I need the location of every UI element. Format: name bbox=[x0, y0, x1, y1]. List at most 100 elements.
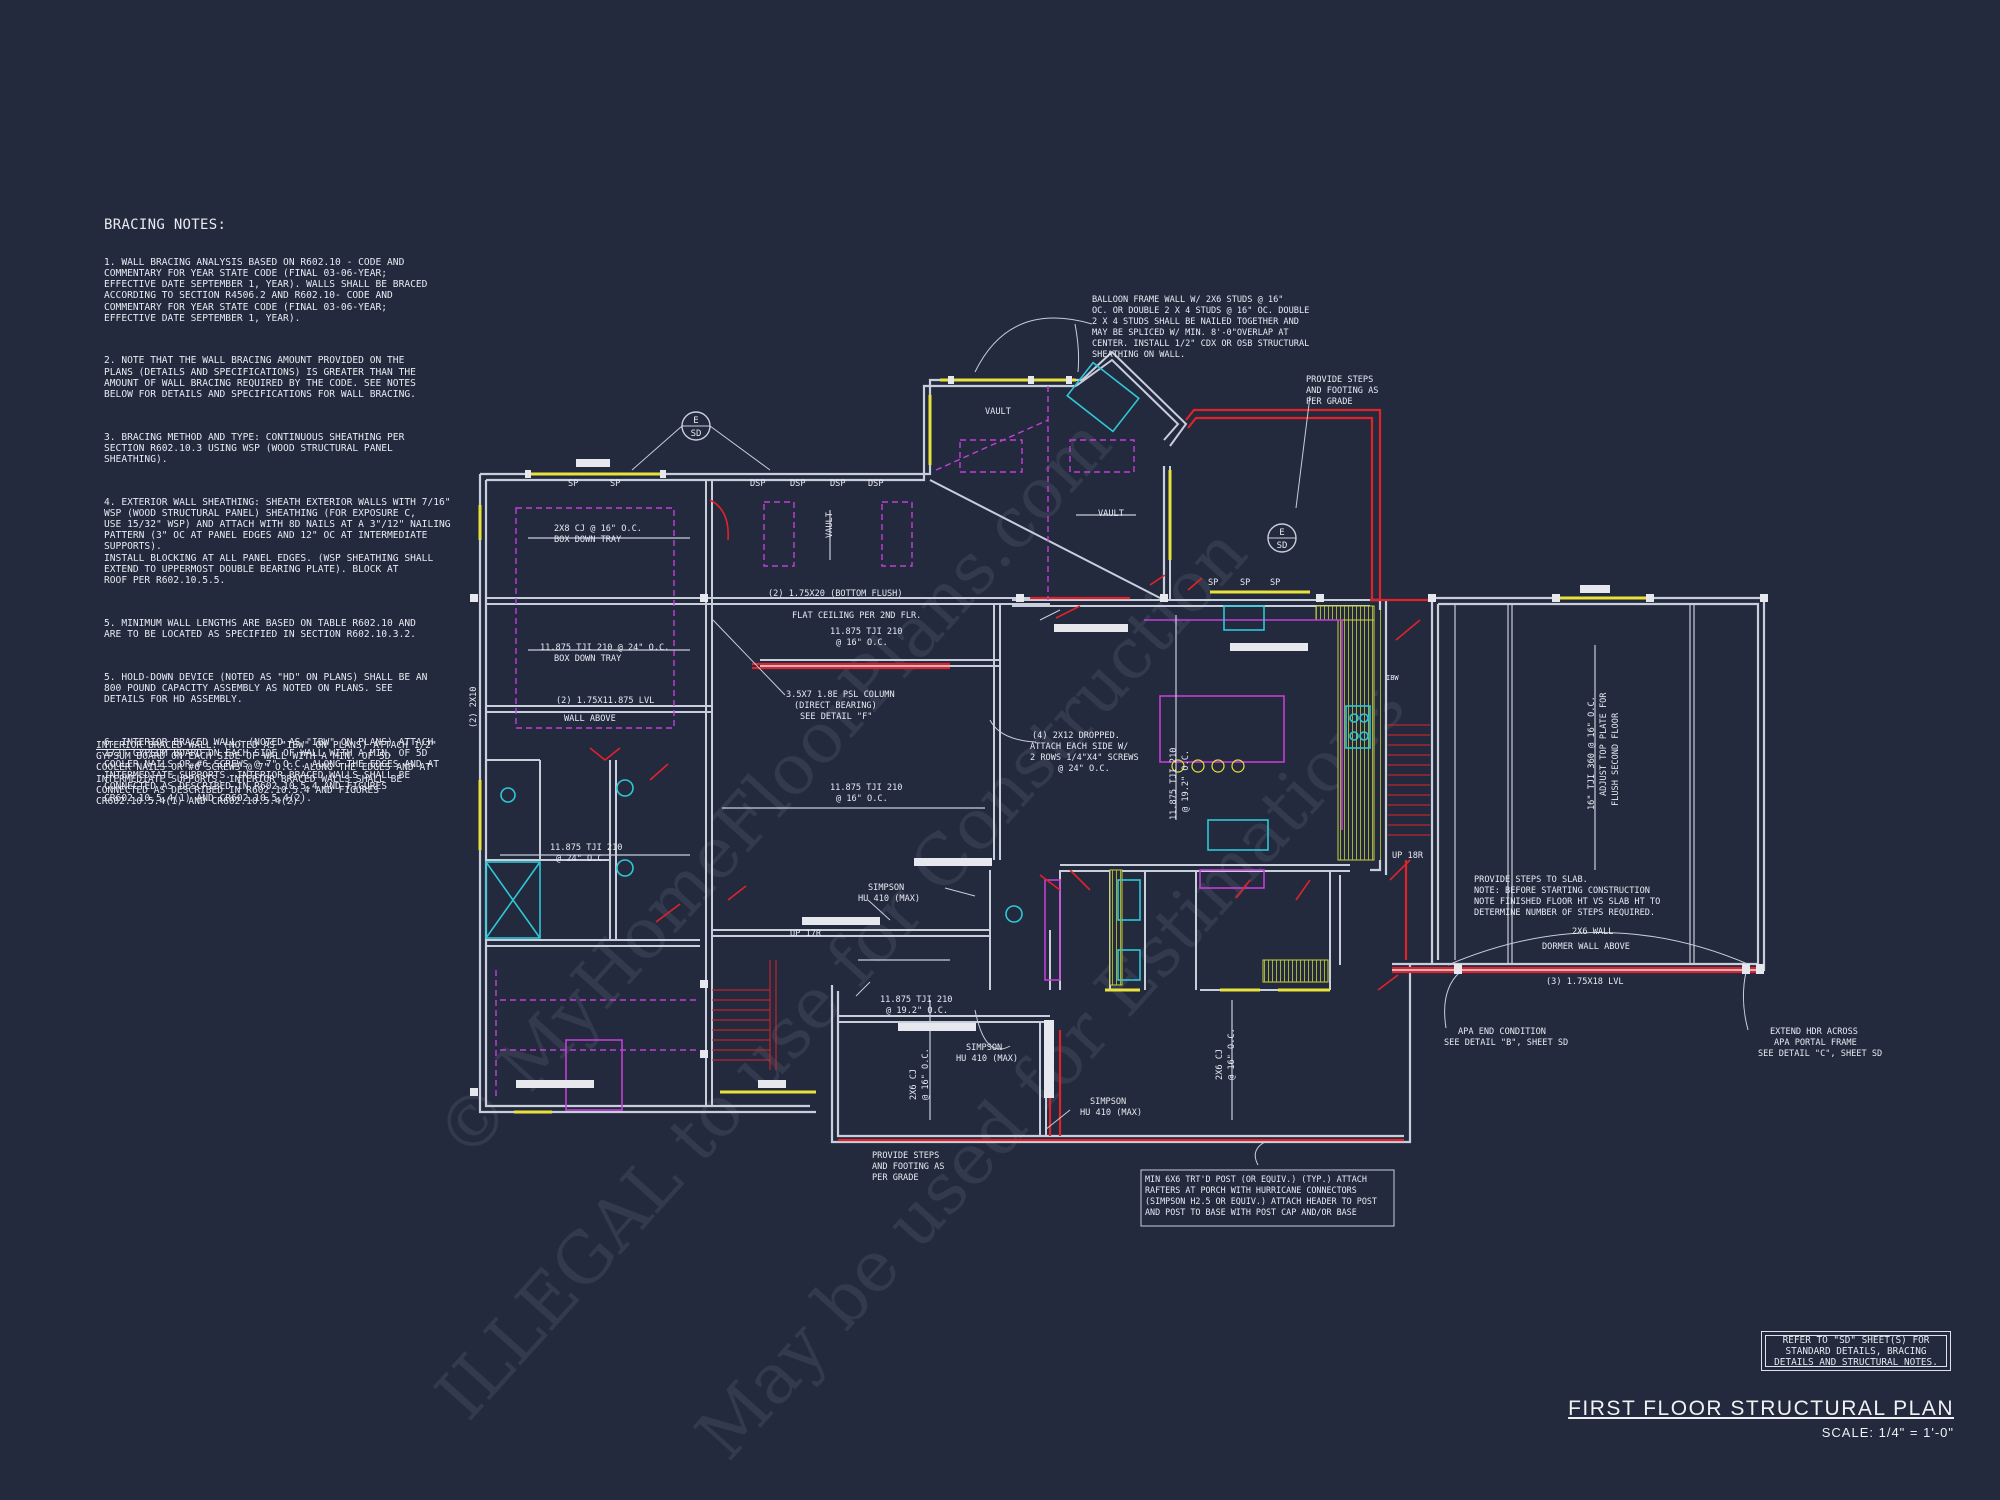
sheet-title: FIRST FLOOR STRUCTURAL PLAN bbox=[1568, 1397, 1954, 1420]
tji-16-a-2: @ 16" O.C. bbox=[836, 638, 888, 648]
tji-16-a-1: 11.875 TJI 210 bbox=[830, 627, 902, 637]
leader-lines bbox=[712, 317, 1749, 1166]
provide-steps-slab-4: DETERMINE NUMBER OF STEPS REQUIRED. bbox=[1474, 908, 1655, 918]
bracing-note-2: 2. NOTE THAT THE WALL BRACING AMOUNT PRO… bbox=[104, 355, 416, 401]
balloon-frame-note-3: 2 x 4 STUDS SHALL BE NAILED TOGETHER AND bbox=[1092, 317, 1299, 327]
section-1-top: E bbox=[693, 416, 698, 426]
cj-porch-1a: 2x6 CJ bbox=[909, 1069, 919, 1100]
provide-steps-slab-1: PROVIDE STEPS TO SLAB. bbox=[1474, 875, 1588, 885]
sp-label-4: SP bbox=[1240, 578, 1250, 588]
dsp-label-4: DSP bbox=[868, 479, 884, 489]
hu-1-b: HU 410 (MAX) bbox=[858, 894, 920, 904]
vault-label-2: VAULT bbox=[1098, 509, 1124, 519]
tji-24-2: @ 24" O.C. bbox=[556, 854, 608, 864]
stairs-left bbox=[712, 960, 777, 1070]
balloon-frame-note-2: OC. OR DOUBLE 2 x 4 STUDS @ 16" OC. DOUB… bbox=[1092, 306, 1309, 316]
up-18r-label: UP 18R bbox=[1392, 851, 1424, 861]
bracing-note-4: 4. EXTERIOR WALL SHEATHING: SHEATH EXTER… bbox=[104, 496, 451, 587]
balloon-frame-note-4: MAY BE SPLICED w/ MIN. 8'-0"OVERLAP AT bbox=[1092, 328, 1289, 338]
vault-label-1: VAULT bbox=[985, 407, 1011, 417]
interior-braced-text: : (NOTED AS "IBW" ON PLANS) ATTACH 1/2" … bbox=[96, 740, 437, 808]
dimension-arrows bbox=[500, 510, 1596, 1120]
kitchen-counters bbox=[1109, 605, 1384, 986]
apa-end-1: APA END CONDITION bbox=[1458, 1027, 1546, 1037]
psl-column-3: SEE DETAIL "F" bbox=[800, 712, 872, 722]
lvl-wall-above-1: (2) 1.75x11.875 LVL bbox=[556, 696, 654, 706]
hu-3-a: SIMPSON bbox=[1090, 1097, 1126, 1107]
section-2-top: E bbox=[1279, 528, 1284, 538]
provide-steps-top-3: PER GRADE bbox=[1306, 397, 1353, 407]
tji-box-tray-1: 11.875 TJI 210 @ 24" O.C. bbox=[540, 643, 669, 653]
sp-label-3: SP bbox=[1208, 578, 1218, 588]
sp-label-2: SP bbox=[610, 479, 620, 489]
provide-steps-bottom-3: PER GRADE bbox=[872, 1173, 919, 1183]
porch-post-1: MIN 6x6 TRT'D POST (OR EQUIV.) (TYP.) AT… bbox=[1145, 1174, 1367, 1184]
provide-steps-bottom-1: PROVIDE STEPS bbox=[872, 1151, 939, 1161]
reference-line-1: REFER TO "SD" SHEET(S) FOR bbox=[1782, 1335, 1930, 1346]
fixtures-cyan bbox=[485, 361, 1371, 981]
tji-kitchen-1: 11.875 TJI 210 bbox=[1169, 748, 1179, 820]
hu-1-a: SIMPSON bbox=[868, 883, 904, 893]
up-17r-label: UP 17R bbox=[790, 929, 822, 939]
bracing-note-6: 5. HOLD-DOWN DEVICE (NOTED AS "HD" ON PL… bbox=[104, 671, 428, 705]
dropped-beam-2: ATTACH EACH SIDE w/ bbox=[1030, 742, 1128, 752]
post-markers bbox=[470, 376, 1768, 1096]
sp-label-1: SP bbox=[568, 479, 578, 489]
garage-tji-3: FLUSH SECOND FLOOR bbox=[1611, 712, 1621, 806]
title-block: FIRST FLOOR STRUCTURAL PLAN SCALE: 1/4" … bbox=[1568, 1397, 1954, 1440]
balloon-frame-note-5: CENTER. INSTALL 1/2" CDX OR OSB STRUCTUR… bbox=[1092, 339, 1309, 349]
plan-labels: BALLOON FRAME WALL w/ 2x6 STUDS @ 16" OC… bbox=[469, 295, 1882, 1183]
cj-porch-1b: @ 16" O.C. bbox=[921, 1048, 931, 1100]
vault-label-3: VAULT bbox=[825, 512, 835, 538]
hu-2-a: SIMPSON bbox=[966, 1043, 1002, 1053]
cj-box-tray-2: BOX DOWN TRAY bbox=[554, 535, 622, 545]
provide-steps-top-2: AND FOOTING AS bbox=[1306, 386, 1378, 396]
tji-kitchen-2: @ 19.2" O.C. bbox=[1181, 750, 1191, 812]
balloon-frame-note-1: BALLOON FRAME WALL w/ 2x6 STUDS @ 16" bbox=[1092, 295, 1283, 305]
bracing-notes-heading: BRACING NOTES: bbox=[104, 217, 227, 234]
dormer-label: DORMER WALL ABOVE bbox=[1542, 942, 1630, 952]
provide-steps-top-1: PROVIDE STEPS bbox=[1306, 375, 1373, 385]
provide-steps-slab-2: NOTE: BEFORE STARTING CONSTRUCTION bbox=[1474, 886, 1650, 896]
dropped-beam-3: 2 ROWS 1/4"x4" SCREWS bbox=[1030, 753, 1139, 763]
flat-ceiling-label: FLAT CEILING PER 2ND FLR. bbox=[792, 611, 921, 621]
cj-porch-2a: 2x6 CJ bbox=[1215, 1049, 1225, 1080]
lvl-wall-above-2: WALL ABOVE bbox=[564, 714, 616, 724]
bracing-note-1: 1. WALL BRACING ANALYSIS BASED ON R602.1… bbox=[104, 256, 428, 324]
garage-tji-2: ADJUST TOP PLATE FOR bbox=[1599, 692, 1609, 796]
balloon-frame-note-6: SHEATHING ON WALL. bbox=[1092, 350, 1185, 360]
cj-box-tray-1: 2x8 CJ @ 16" O.C. bbox=[554, 524, 642, 534]
tji-24-1: 11.875 TJI 210 bbox=[550, 843, 622, 853]
reference-line-3: DETAILS AND STRUCTURAL NOTES. bbox=[1774, 1357, 1938, 1368]
garage-lines bbox=[1454, 604, 1695, 964]
stairs-right bbox=[1388, 724, 1430, 836]
garage-tji-1: 16" TJI 360 @ 16" O.C. bbox=[1587, 696, 1597, 810]
interior-braced-lead: INTERIOR BRACED WALL bbox=[96, 740, 212, 751]
cj-porch-2b: @ 16" O.C. bbox=[1227, 1028, 1237, 1080]
tji-box-tray-2: BOX DOWN TRAY bbox=[554, 654, 622, 664]
dsp-label-2: DSP bbox=[790, 479, 806, 489]
extend-hdr-1: EXTEND HDR ACROSS bbox=[1770, 1027, 1858, 1037]
reference-box: REFER TO "SD" SHEET(S) FOR STANDARD DETA… bbox=[1761, 1331, 1951, 1371]
section-1-bottom: SD bbox=[691, 429, 702, 439]
provide-steps-slab-3: NOTE FINISHED FLOOR HT vs SLAB HT TO bbox=[1474, 897, 1660, 907]
interior-walls bbox=[486, 466, 1370, 1136]
hu-3-b: HU 410 (MAX) bbox=[1080, 1108, 1142, 1118]
porch-post-note: MIN 6x6 TRT'D POST (OR EQUIV.) (TYP.) AT… bbox=[1140, 1169, 1395, 1227]
hu-2-b: HU 410 (MAX) bbox=[956, 1054, 1018, 1064]
extend-hdr-3: SEE DETAIL "C", SHEET SD bbox=[1758, 1049, 1882, 1059]
porch-post-3: (SIMPSON H2.5 OR EQUIV.) ATTACH HEADER T… bbox=[1145, 1196, 1377, 1206]
reference-line-2: STANDARD DETAILS, BRACING bbox=[1785, 1346, 1927, 1357]
bracing-note-5: 5. MINIMUM WALL LENGTHS ARE BASED ON TAB… bbox=[104, 617, 416, 640]
porch-post-2: RAFTERS AT PORCH WITH HURRICANE CONNECTO… bbox=[1145, 1185, 1357, 1195]
sheet-scale: SCALE: 1/4" = 1'-0" bbox=[1821, 1425, 1954, 1440]
wall-2x10-label: (2) 2x10 bbox=[469, 687, 479, 728]
extend-hdr-2: APA PORTAL FRAME bbox=[1774, 1038, 1857, 1048]
tji-16-b-2: @ 16" O.C. bbox=[836, 794, 888, 804]
bottom-flush-label: (2) 1.75x20 (BOTTOM FLUSH) bbox=[768, 589, 903, 599]
vault-bay bbox=[1075, 350, 1188, 447]
sp-label-5: SP bbox=[1270, 578, 1280, 588]
tji-16-b-1: 11.875 TJI 210 bbox=[830, 783, 902, 793]
tji-192-1: 11.875 TJI 210 bbox=[880, 995, 952, 1005]
